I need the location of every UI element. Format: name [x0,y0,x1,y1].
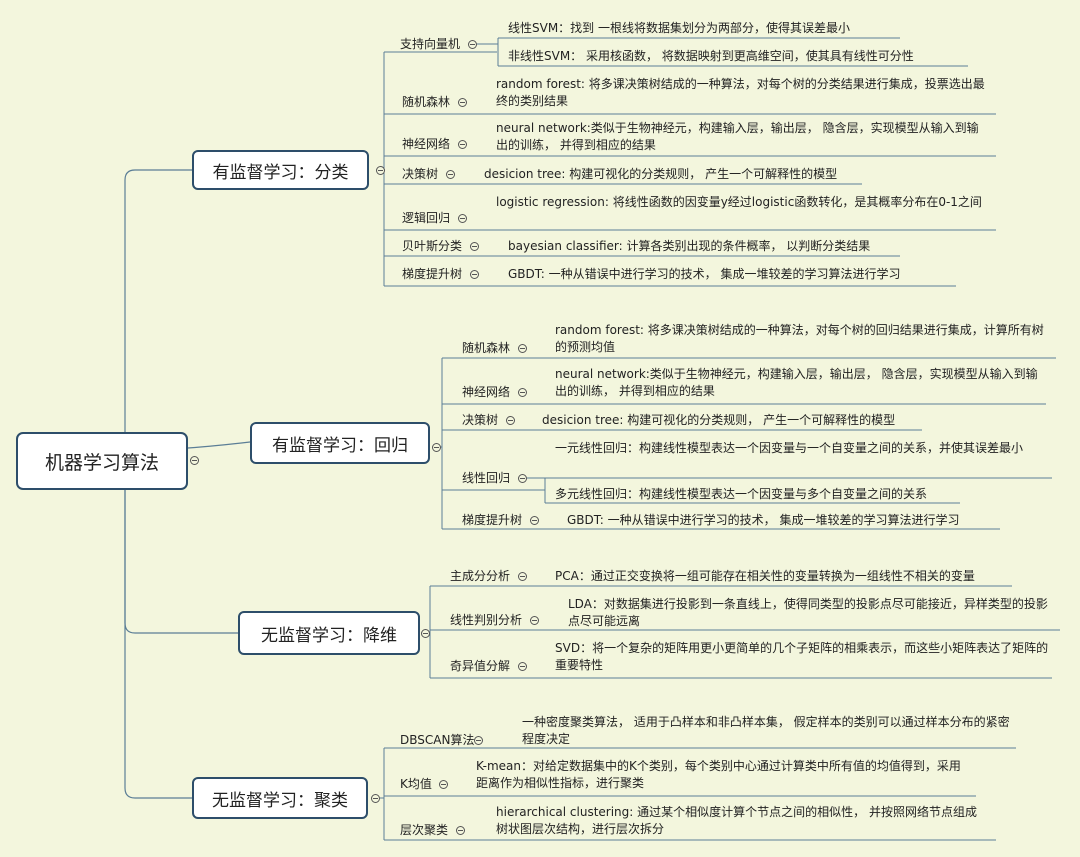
category-label[interactable]: 线性判别分析 [450,613,523,627]
category-label[interactable]: 神经网络 [402,137,451,151]
category-label[interactable]: 贝叶斯分类 [402,239,463,253]
branch-2-collapse-icon[interactable] [432,443,441,452]
leaf-description[interactable]: 一元线性回归：构建线性模型表达一个因变量与一个自变量之间的关系，并使其误差最小 [555,441,1024,455]
category-collapse-icon[interactable] [518,388,527,397]
category-label[interactable]: 奇异值分解 [450,659,511,673]
category-label[interactable]: 线性回归 [462,471,511,485]
leaf-description[interactable]: random forest: 将多课决策树结成的一种算法，对每个树的回归结果进行… [555,323,1044,354]
branch-3-collapse-icon[interactable] [421,629,430,638]
category-label[interactable]: 随机森林 [462,341,511,355]
leaf-description[interactable]: GBDT: 一种从错误中进行学习的技术， 集成一堆较差的学习算法进行学习 [508,267,901,281]
category-collapse-icon[interactable] [446,170,455,179]
category-collapse-icon[interactable] [470,242,479,251]
category-label[interactable]: 决策树 [462,413,499,427]
leaf-description[interactable]: desicion tree: 构建可视化的分类规则， 产生一个可解释性的模型 [542,413,896,427]
category-collapse-icon[interactable] [458,214,467,223]
leaf-description[interactable]: 一种密度聚类算法， 适用于凸样本和非凸样本集， 假定样本的类别可以通过样本分布的… [522,715,1010,746]
leaf-description[interactable]: 非线性SVM： 采用核函数， 将数据映射到更高维空间，使其具有线性可分性 [508,49,914,63]
category-label[interactable]: K均值 [400,777,432,791]
leaf-description[interactable]: K-mean：对给定数据集中的K个类别，每个类别中心通过计算类中所有值的均值得到… [476,759,961,790]
category-collapse-icon[interactable] [468,40,477,49]
category-label[interactable]: 层次聚类 [400,823,449,837]
leaf-description[interactable]: 线性SVM：找到 一根线将数据集划分为两部分，使得其误差最小 [508,21,850,35]
category-label[interactable]: 神经网络 [462,385,511,399]
leaf-description[interactable]: GBDT: 一种从错误中进行学习的技术， 集成一堆较差的学习算法进行学习 [567,513,960,527]
category-label[interactable]: 随机森林 [402,95,451,109]
leaf-description[interactable]: bayesian classifier: 计算各类别出现的条件概率， 以判断分类… [508,239,871,253]
branch-node-1[interactable]: 有监督学习：分类 [192,150,369,190]
trunk-to-branch-4 [124,490,192,799]
root-node[interactable]: 机器学习算法 [16,432,188,490]
branch-1-collapse-icon[interactable] [376,166,385,175]
trunk-to-branch-3 [124,490,238,634]
leaf-description[interactable]: 多元线性回归：构建线性模型表达一个因变量与多个自变量之间的关系 [555,487,928,501]
leaf-description[interactable]: neural network:类似于生物神经元，构建输入层，输出层， 隐含层，实… [555,367,1038,398]
category-label[interactable]: DBSCAN算法 [400,733,475,747]
branch-node-3[interactable]: 无监督学习：降维 [238,611,420,655]
leaf-description[interactable]: hierarchical clustering: 通过某个相似度计算个节点之间的… [496,805,977,836]
leaf-description[interactable]: PCA：通过正交变换将一组可能存在相关性的变量转换为一组线性不相关的变量 [555,569,975,583]
category-collapse-icon[interactable] [474,736,483,745]
category-collapse-icon[interactable] [439,780,448,789]
category-label[interactable]: 主成分分析 [450,569,511,583]
category-collapse-icon[interactable] [470,270,479,279]
branch-node-4[interactable]: 无监督学习：聚类 [192,777,368,819]
category-collapse-icon[interactable] [518,572,527,581]
category-collapse-icon[interactable] [518,344,527,353]
leaf-description[interactable]: SVD：将一个复杂的矩阵用更小更简单的几个子矩阵的相乘表示，而这些小矩阵表达了矩… [555,641,1049,672]
branch-node-2[interactable]: 有监督学习：回归 [250,422,430,464]
category-label[interactable]: 逻辑回归 [402,211,451,225]
leaf-description[interactable]: random forest: 将多课决策树结成的一种算法，对每个树的分类结果进行… [496,77,985,108]
category-label[interactable]: 梯度提升树 [402,267,463,281]
category-collapse-icon[interactable] [458,140,467,149]
root-collapse-icon[interactable] [190,456,199,465]
category-collapse-icon[interactable] [518,474,527,483]
leaf-description[interactable]: desicion tree: 构建可视化的分类规则， 产生一个可解释性的模型 [484,167,838,181]
trunk-to-branch-1 [124,169,192,432]
category-collapse-icon[interactable] [530,516,539,525]
category-collapse-icon[interactable] [458,98,467,107]
category-collapse-icon[interactable] [456,826,465,835]
category-collapse-icon[interactable] [506,416,515,425]
leaf-description[interactable]: LDA：对数据集进行投影到一条直线上，使得同类型的投影点尽可能接近，异样类型的投… [568,597,1048,628]
category-label[interactable]: 梯度提升树 [462,513,523,527]
category-collapse-icon[interactable] [530,616,539,625]
leaf-description[interactable]: logistic regression: 将线性函数的因变量y经过logisti… [496,195,982,209]
category-collapse-icon[interactable] [518,662,527,671]
category-label[interactable]: 支持向量机 [400,37,461,51]
branch-4-collapse-icon[interactable] [371,794,380,803]
category-label[interactable]: 决策树 [402,167,439,181]
trunk-to-branch-2 [187,441,251,449]
leaf-description[interactable]: neural network:类似于生物神经元，构建输入层，输出层， 隐含层，实… [496,121,979,152]
